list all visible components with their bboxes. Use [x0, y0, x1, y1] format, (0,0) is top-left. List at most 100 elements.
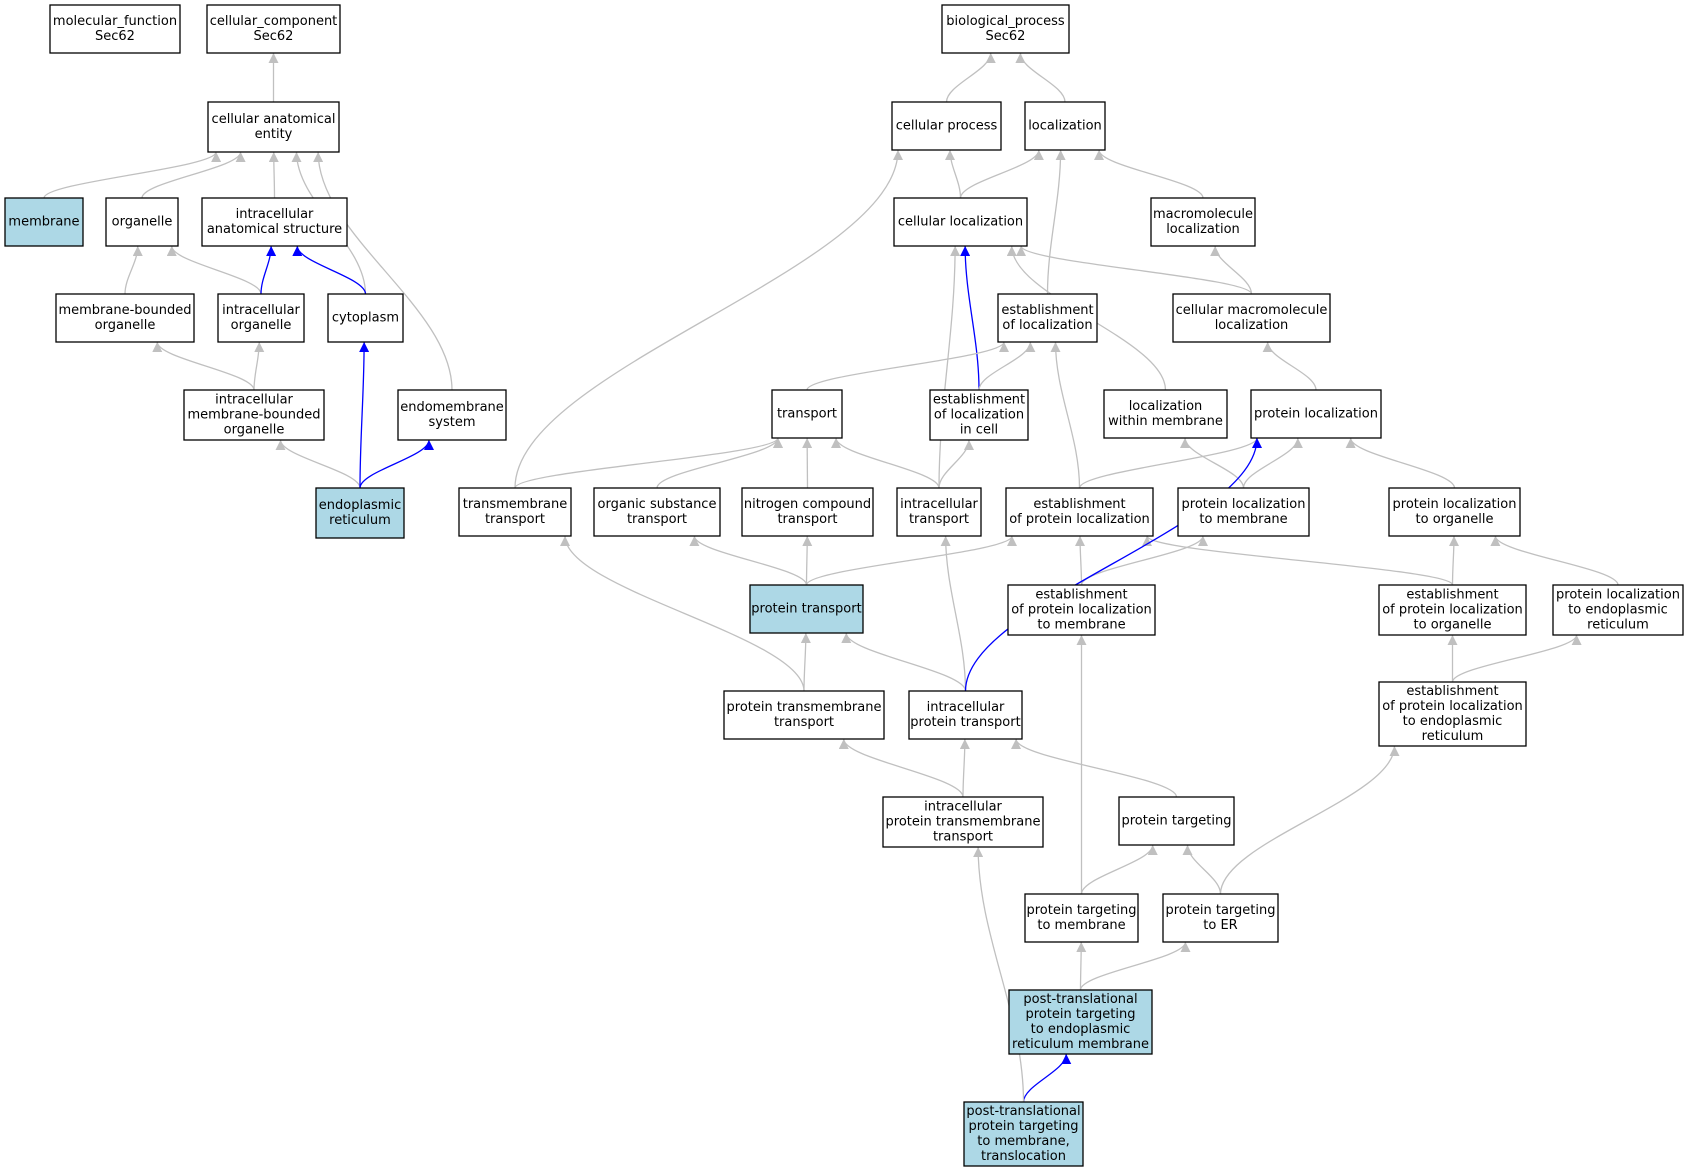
node-label: cellular_component	[210, 14, 338, 29]
node-label: to endoplasmic	[1568, 603, 1668, 618]
node-label: of localization	[934, 408, 1024, 423]
edge-protein-transmembrane-transport-to-transmembrane-transport	[560, 535, 805, 692]
edge-cellular-process-to-biological-process	[945, 52, 996, 103]
node-box	[201, 197, 348, 247]
edge-macromolecule-localization-to-localization	[1094, 149, 1204, 199]
edge-protein-localization-to-membrane-to-protein-localization	[1242, 437, 1303, 489]
node-localization[interactable]: localization	[1024, 101, 1106, 151]
node-box	[327, 293, 404, 343]
node-label: molecular_function	[53, 14, 177, 29]
node-box	[963, 1101, 1084, 1167]
node-box	[997, 293, 1098, 343]
node-label: to ER	[1203, 918, 1237, 933]
node-label: to organelle	[1416, 512, 1494, 527]
node-label: to endoplasmic	[1403, 714, 1503, 729]
node-membrane[interactable]: membrane	[4, 197, 84, 247]
node-box	[1005, 487, 1154, 537]
node-label: localization	[1129, 399, 1203, 414]
node-box	[1552, 584, 1684, 636]
node-label: protein localization	[1182, 497, 1306, 512]
node-organelle[interactable]: organelle	[105, 197, 179, 247]
edge-transmembrane-transport-to-cellular-process	[514, 149, 903, 489]
edge-intracellular-transport-to-transport	[831, 437, 940, 489]
node-label: cellular process	[896, 119, 998, 134]
node-label: establishment	[1035, 588, 1127, 603]
node-transport[interactable]: transport	[771, 389, 843, 439]
edge-protein-transport-to-establishment-of-protein-localization	[805, 535, 1017, 586]
node-label: intracellular	[222, 303, 300, 318]
edge-establishment-of-protein-localization-to-protein-localization	[1078, 437, 1262, 489]
node-box	[1007, 584, 1156, 636]
node-label: protein targeting	[1026, 1007, 1136, 1022]
node-cellular-localization[interactable]: cellular localization	[893, 197, 1028, 247]
node-label: protein localization	[1393, 497, 1517, 512]
node-protein-targeting[interactable]: protein targeting	[1118, 796, 1235, 846]
node-label: intracellular	[924, 800, 1002, 815]
node-label: membrane-bounded	[187, 408, 320, 423]
node-label: to endoplasmic	[1031, 1022, 1131, 1037]
node-label: intracellular	[215, 393, 293, 408]
node-protein-localization[interactable]: protein localization	[1250, 389, 1382, 439]
node-label: protein targeting	[1027, 903, 1137, 918]
edge-cellular-macromolecule-localization-to-macromolecule-localization	[1210, 245, 1253, 295]
node-label: membrane	[8, 215, 79, 230]
node-label: biological_process	[946, 14, 1065, 29]
node-label: to membrane	[1037, 618, 1125, 633]
node-cytoplasm[interactable]: cytoplasm	[327, 293, 404, 343]
edge-endoplasmic-reticulum-to-endomembrane-system	[359, 439, 434, 489]
node-label: reticulum	[1422, 729, 1484, 744]
edge-establishment-of-protein-localization-to-organelle-to-protein-localization-to-organelle	[1448, 535, 1459, 586]
edge-intracellular-protein-transport-to-protein-transport	[841, 632, 967, 692]
node-box	[315, 487, 405, 539]
node-label: nitrogen compound	[744, 497, 871, 512]
node-box	[1008, 989, 1153, 1055]
node-label: intracellular	[236, 207, 314, 222]
node-cellular-process[interactable]: cellular process	[891, 101, 1002, 151]
node-label: protein targeting	[1166, 903, 1276, 918]
edge-establishment-of-protein-localization-to-membrane-to-protein-localization-to-membrane	[1080, 535, 1208, 586]
node-label: post-translational	[966, 1104, 1080, 1119]
node-protein-transport[interactable]: protein transport	[749, 584, 864, 634]
node-label: of protein localization	[1011, 603, 1152, 618]
edge-cellular-macromolecule-localization-to-cellular-localization	[1016, 245, 1253, 295]
node-label: cellular anatomical	[212, 112, 336, 127]
node-label: localization	[1028, 119, 1102, 134]
edge-protein-transport-to-nitrogen-compound-transport	[802, 535, 813, 586]
node-label: reticulum	[1587, 618, 1649, 633]
edge-establishment-of-protein-localization-to-er-to-protein-localization-to-endoplasmic-reticulum	[1451, 634, 1582, 683]
